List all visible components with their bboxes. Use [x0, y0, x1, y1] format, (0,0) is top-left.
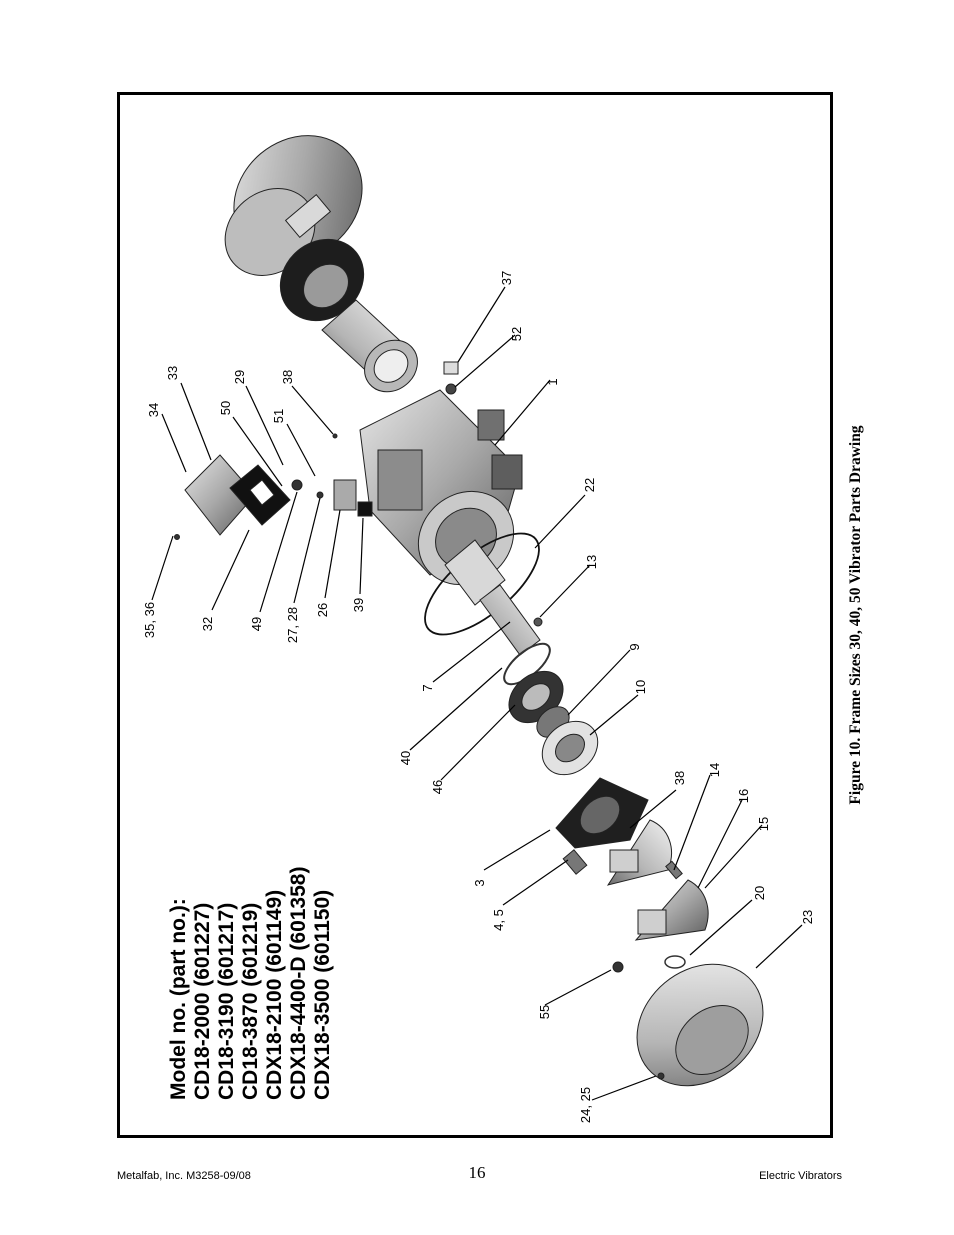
model-item: CD18-2000 (601227): [191, 903, 214, 1100]
bearing-housing-3-part: [555, 777, 649, 849]
footer-document-id: Metalfab, Inc. M3258-09/08: [117, 1170, 251, 1182]
callout-16: 16: [736, 789, 751, 803]
footer-section-title: Electric Vibrators: [759, 1170, 842, 1182]
callout-10: 10: [633, 680, 648, 694]
rotor-shaft-part: [444, 539, 541, 656]
model-item: CD18-3870 (601219): [239, 903, 262, 1100]
callout-50: 50: [218, 401, 233, 415]
callout-51: 51: [271, 409, 286, 423]
callout-38-bottom: 38: [672, 771, 687, 785]
callout-40: 40: [398, 751, 413, 765]
model-item: CD18-3190 (601217): [215, 903, 238, 1100]
plug-55-part: [612, 961, 624, 973]
callout-22: 22: [582, 478, 597, 492]
callout-23: 23: [800, 910, 815, 924]
fitting-37-part: [443, 361, 459, 375]
callout-labels: 33 34 29 50 38 51 37 52 1 22 13 35, 36 3…: [142, 271, 815, 1123]
callout-39: 39: [351, 598, 366, 612]
callout-29: 29: [232, 370, 247, 384]
callout-13: 13: [584, 555, 599, 569]
drawing-frame: [117, 92, 833, 1138]
callout-1: 1: [545, 378, 560, 385]
figure-caption: Figure 10. Frame Sizes 30, 40, 50 Vibrat…: [847, 425, 864, 804]
callout-14: 14: [707, 763, 722, 777]
callout-4-5: 4, 5: [491, 909, 506, 931]
key-13-part: [533, 617, 543, 627]
callout-24-25: 24, 25: [578, 1087, 593, 1123]
callout-33: 33: [165, 366, 180, 380]
callout-35-36: 35, 36: [142, 602, 157, 638]
eccentric-weight-14-part: [606, 819, 672, 886]
bolt-4-5-part: [562, 849, 588, 875]
callout-20: 20: [752, 886, 767, 900]
callout-34: 34: [146, 403, 161, 417]
callout-46: 46: [430, 780, 445, 794]
callout-38-top: 38: [280, 370, 295, 384]
callout-9: 9: [627, 643, 642, 650]
model-item: CDX18-2100 (601149): [263, 890, 286, 1100]
model-item: CDX18-3500 (601150): [311, 890, 334, 1100]
terminal-box-gasket-part: [229, 464, 291, 526]
callout-15: 15: [756, 817, 771, 831]
callout-7: 7: [420, 684, 435, 691]
parts-illustration: [174, 135, 764, 1087]
leader-lines: [151, 286, 803, 1101]
page-number: 16: [468, 1163, 486, 1182]
end-cover-23-part: [636, 963, 764, 1087]
cover-screw-part: [174, 534, 180, 540]
eccentric-weight-15-part: [634, 879, 709, 941]
cover-bolt-24-25-part: [657, 1072, 665, 1080]
terminal-components-part: [291, 433, 373, 517]
callout-3: 3: [472, 879, 487, 886]
bearing-10-part: [541, 720, 599, 776]
model-list-heading: Model no. (part no.):: [167, 898, 190, 1100]
callout-49: 49: [249, 617, 264, 631]
ring-20-part: [664, 955, 686, 969]
callout-27-28: 27, 28: [285, 607, 300, 643]
top-end-cover-part: [224, 135, 363, 276]
callout-52: 52: [509, 327, 524, 341]
model-list: Model no. (part no.): CD18-2000 (601227)…: [167, 867, 334, 1100]
callout-32: 32: [200, 617, 215, 631]
plug-52-part: [445, 383, 457, 395]
callout-37: 37: [499, 271, 514, 285]
model-item: CDX18-4400-D (601358): [287, 867, 310, 1100]
main-frame-part: [359, 389, 523, 586]
callout-26: 26: [315, 603, 330, 617]
callout-55: 55: [537, 1005, 552, 1019]
stator-sleeve-part: [321, 299, 418, 393]
